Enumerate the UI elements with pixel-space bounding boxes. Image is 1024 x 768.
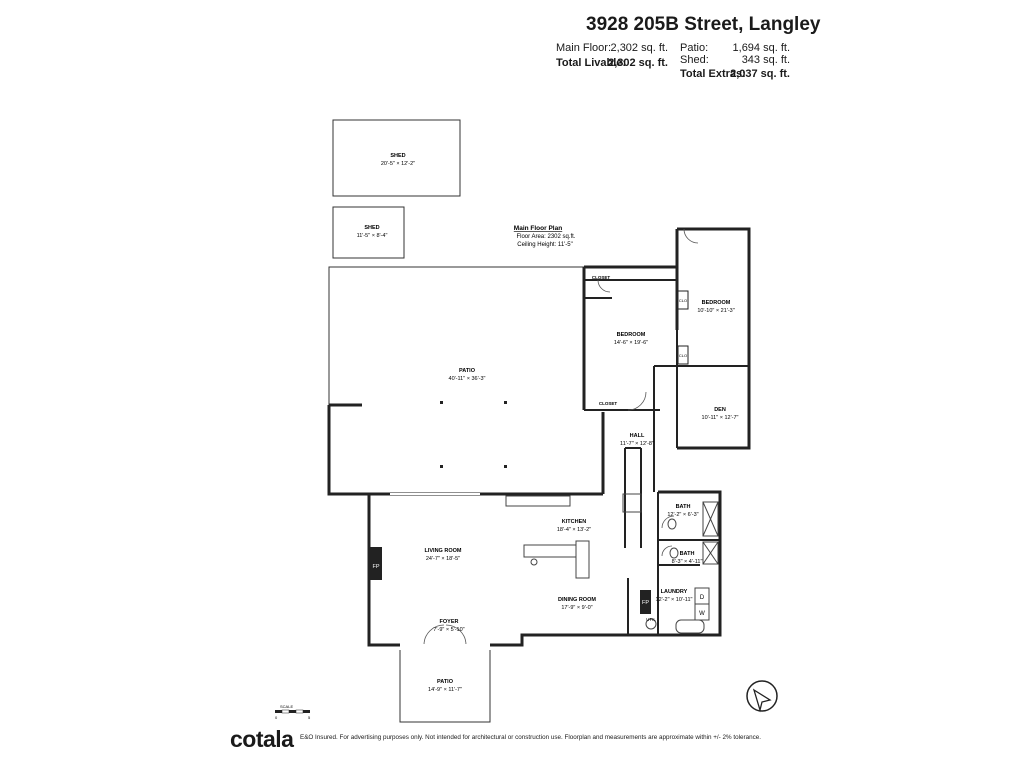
exterior-walls <box>367 227 751 647</box>
doors <box>423 228 699 646</box>
patio-main-outline <box>327 266 605 496</box>
plan-info-ceiling-height: Ceiling Height: 11'-5" <box>517 242 573 248</box>
washer-label: W <box>699 611 705 617</box>
shed-value: 343 sq. ft. <box>741 54 790 66</box>
laundry-dims: 12'-2" × 10'-11" <box>656 597 693 603</box>
plan-info-title: Main Floor Plan <box>514 225 562 232</box>
patio-main-name: PATIO <box>459 368 476 374</box>
total-livable-value: 2,302 sq. ft. <box>608 57 668 69</box>
scale-label: SCALE <box>280 704 293 709</box>
dining-room-dims: 17'-9" × 9'-0" <box>561 605 592 611</box>
laundry-appliances <box>645 587 710 630</box>
living-room-dims: 24'-7" × 18'-5" <box>426 556 460 562</box>
total-extras-stat: Total Extras: 2,037 sq. ft. <box>680 68 790 82</box>
patio-stat: Patio: 1,694 sq. ft. <box>680 42 790 56</box>
bath-1-name: BATH <box>676 504 691 510</box>
fireplace-living <box>370 548 382 580</box>
shed-small-dims: 11'-5" × 8'-4" <box>357 233 388 239</box>
page-title: 3928 205B Street, Langley <box>586 14 821 35</box>
plan-info-floor-area: Floor Area: 2302 sq.ft. <box>516 234 575 240</box>
bath-1-dims: 12'-2" × 6'-3" <box>667 512 698 518</box>
scale-bar <box>275 709 310 714</box>
shed-large-name: SHED <box>390 153 405 159</box>
total-livable-label: Total Livable: <box>556 57 627 69</box>
patio-front-dims: 14'-9" × 11'-7" <box>428 687 462 693</box>
foyer-name: FOYER <box>440 619 459 625</box>
footer: cotala E&O Insured. For advertising purp… <box>230 726 830 752</box>
cotala-logo: cotala <box>230 726 294 752</box>
shed-large-outline <box>332 119 461 197</box>
hall-dims: 11'-7" × 12'-8" <box>620 441 654 447</box>
closet-box-lower <box>677 345 689 365</box>
bedroom-right-name: BEDROOM <box>702 300 731 306</box>
total-extras-value: 2,037 sq. ft. <box>730 68 790 80</box>
fireplace-dining <box>640 590 651 614</box>
shed-small-name: SHED <box>364 225 379 231</box>
shed-label: Shed: <box>680 54 709 66</box>
patio-front-outline <box>399 650 491 723</box>
patio-label: Patio: <box>680 42 709 54</box>
interior-walls <box>369 279 749 635</box>
den-dims: 10'-11" × 12'-7" <box>702 415 739 421</box>
shed-small-outline <box>332 206 405 259</box>
patio-main-dims: 40'-11" × 36'-3" <box>449 376 486 382</box>
fp-dining-label: FP <box>642 600 649 606</box>
main-floor-stat: Main Floor: 2,302 sq. ft. <box>556 42 668 56</box>
compass-icon <box>746 680 778 713</box>
bedroom-main-dims: 14'-6" × 19'-6" <box>614 340 648 346</box>
main-floor-value: 2,302 sq. ft. <box>610 42 668 54</box>
hall-name: HALL <box>630 433 645 439</box>
clo-upper-label: CLO <box>679 298 687 303</box>
patio-front-name: PATIO <box>437 679 454 685</box>
main-floor-label: Main Floor: <box>556 42 612 54</box>
total-extras-label: Total Extras: <box>680 68 746 80</box>
windows <box>390 493 490 646</box>
bath-fixtures <box>667 501 719 634</box>
dining-room-name: DINING ROOM <box>558 597 596 603</box>
fp-living-label: FP <box>372 564 379 570</box>
scale-start: 0 <box>275 715 278 720</box>
bedroom-main-name: BEDROOM <box>617 332 646 338</box>
total-livable-stat: Total Livable: 2,302 sq. ft. <box>556 57 668 71</box>
shed-large-dims: 20'-5" × 12'-2" <box>381 161 415 167</box>
closet-bottom-name: CLOSET <box>599 401 618 406</box>
living-room-name: LIVING ROOM <box>425 548 462 554</box>
bath-2-name: BATH <box>680 551 695 557</box>
closet-top-name: CLOSET <box>592 275 611 280</box>
den-name: DEN <box>714 407 726 413</box>
scale-end: 5 <box>308 715 311 720</box>
patio-value: 1,694 sq. ft. <box>732 42 790 54</box>
kitchen-name: KITCHEN <box>562 519 586 525</box>
dryer-label: D <box>700 595 705 601</box>
util-label: UTIL <box>646 617 656 622</box>
bedroom-right-dims: 10'-10" × 21'-3" <box>697 308 734 314</box>
disclaimer-text: E&O Insured. For advertising purposes on… <box>300 734 762 741</box>
shed-stat: Shed: 343 sq. ft. <box>680 54 790 68</box>
kitchen-dims: 18'-4" × 13'-2" <box>557 527 591 533</box>
bath-2-dims: 8'-3" × 4'-11" <box>672 559 703 565</box>
clo-lower-label: CLO <box>679 353 687 358</box>
laundry-name: LAUNDRY <box>661 589 688 595</box>
foyer-dims: 7'-9" × 5'-10" <box>433 627 464 633</box>
kitchen-fixtures <box>505 493 642 579</box>
closet-box-upper <box>677 290 689 310</box>
